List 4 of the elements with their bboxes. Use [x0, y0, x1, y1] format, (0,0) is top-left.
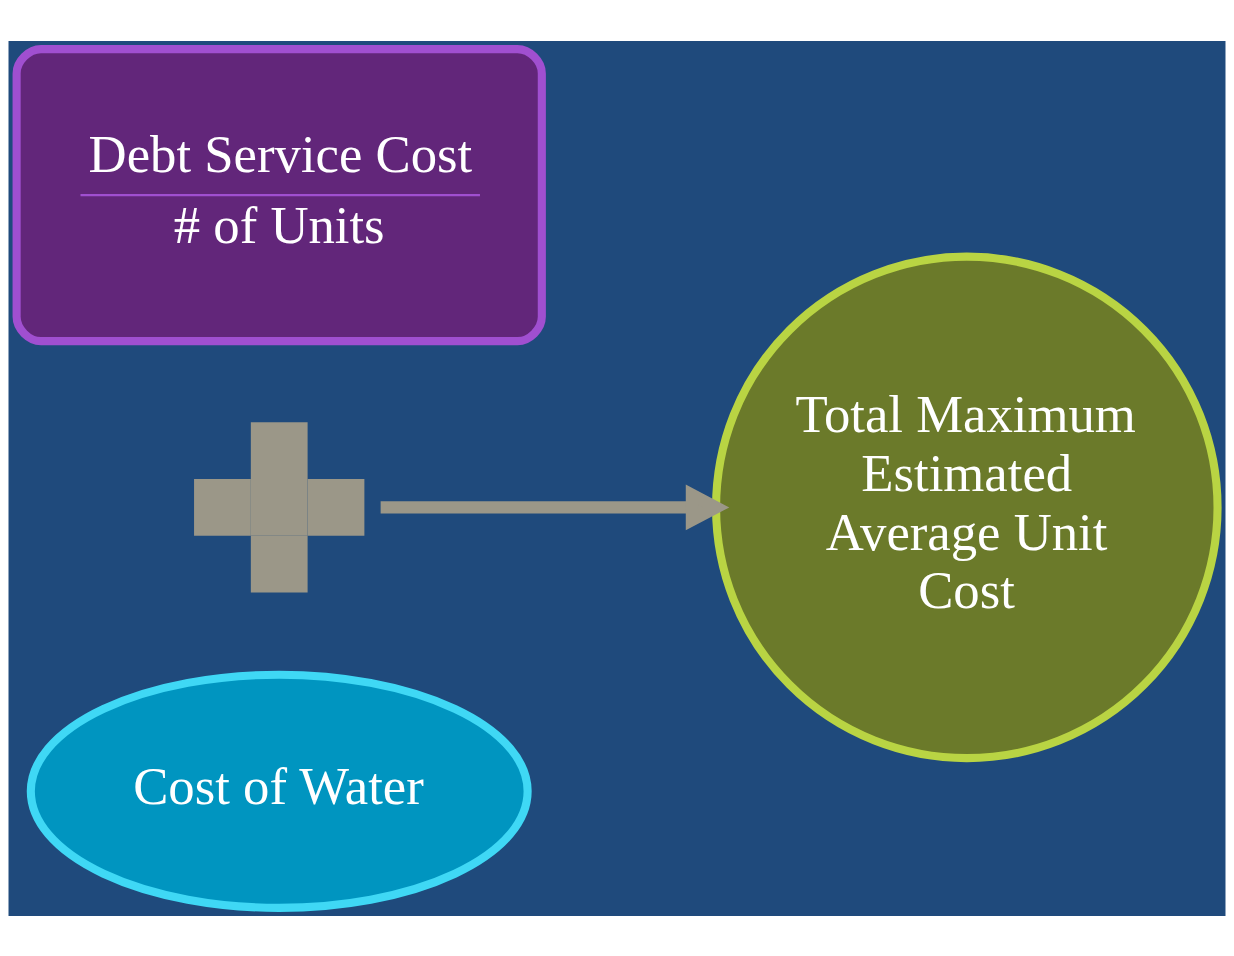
node-ellipse: Cost of Water [26, 670, 532, 912]
node-box: Debt Service Cost # of Units [12, 44, 546, 345]
node-circle: Total Maximum Estimated Average Unit Cost [712, 252, 1222, 762]
arrow [380, 484, 730, 530]
